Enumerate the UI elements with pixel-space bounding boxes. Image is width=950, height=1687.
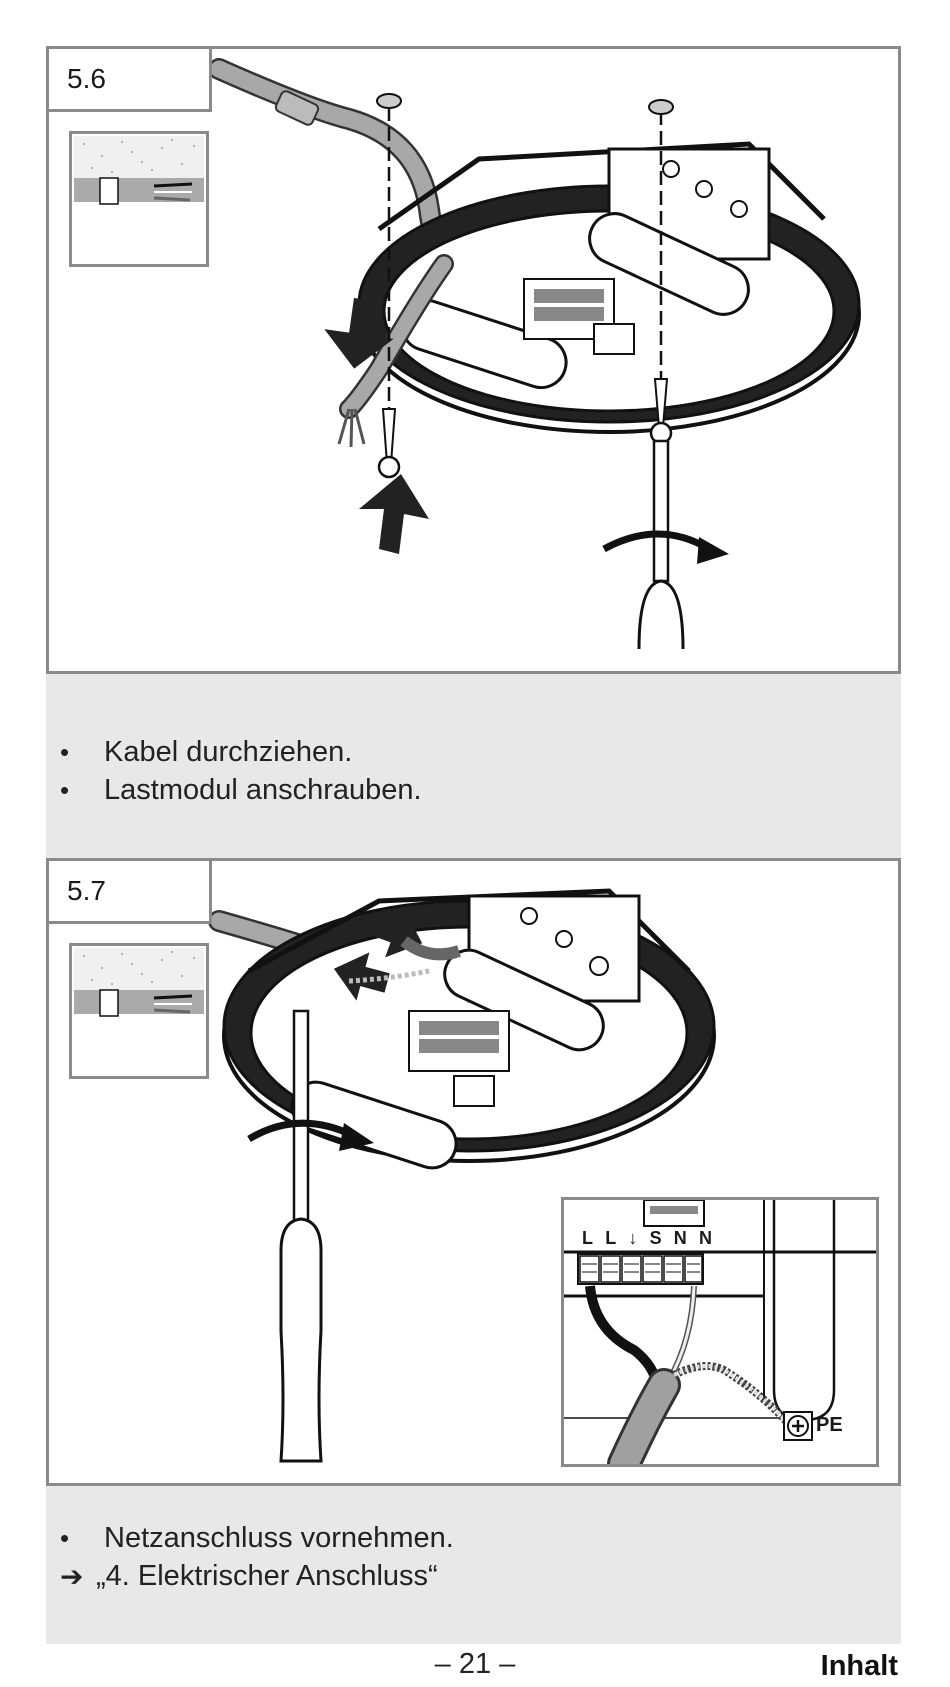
reference-link[interactable]: ➔ „4. Elektrischer Anschluss“ — [60, 1560, 438, 1593]
inset-wiring-detail: L L ↓ S N N PE — [561, 1197, 879, 1467]
step-number: 5.7 — [49, 861, 212, 924]
inset-wall-mounting — [69, 131, 209, 267]
terminal-label-n2: N — [698, 1228, 712, 1248]
bullet-text: Kabel durchziehen. — [104, 736, 353, 768]
bullet-text: Netzanschluss vornehmen. — [104, 1522, 454, 1554]
terminal-labels: L L ↓ S N N — [582, 1228, 712, 1249]
wiring-diagram-icon — [564, 1200, 876, 1464]
bullet-icon: • — [60, 775, 70, 805]
instruction-box-5-6: • Kabel durchziehen. • Lastmodul anschra… — [46, 674, 901, 858]
inset-wall-mounting — [69, 943, 209, 1079]
bullet-icon: • — [60, 737, 70, 767]
terminal-label-n1: N — [673, 1228, 687, 1248]
terminal-label-s: S — [649, 1228, 662, 1248]
bullet-item: • Kabel durchziehen. — [60, 736, 352, 769]
contents-link[interactable]: Inhalt — [820, 1650, 898, 1682]
pe-label: PE — [816, 1414, 843, 1436]
illustration-mains-connection — [208, 888, 716, 1463]
instruction-box-5-7: • Netzanschluss vornehmen. ➔ „4. Elektri… — [46, 1486, 901, 1644]
step-number: 5.6 — [49, 49, 212, 112]
page-number: – 21 – — [434, 1648, 516, 1680]
bullet-item: • Netzanschluss vornehmen. — [60, 1522, 454, 1555]
bullet-icon: • — [60, 1523, 70, 1553]
terminal-label-l2: L — [605, 1228, 617, 1248]
figure-step-5-7: 5.7 — [46, 858, 901, 1486]
reference-text: „4. Elektrischer Anschluss“ — [96, 1560, 438, 1592]
terminal-label-earth: ↓ — [628, 1228, 638, 1248]
figure-step-5-6: 5.6 — [46, 46, 901, 674]
wall-cross-section-icon — [74, 136, 204, 205]
illustration-cable-pull-and-screw — [208, 58, 861, 650]
bullet-item: • Lastmodul anschrauben. — [60, 774, 422, 807]
wall-cross-section-icon — [74, 948, 204, 1017]
arrow-right-icon: ➔ — [60, 1561, 84, 1592]
bullet-text: Lastmodul anschrauben. — [104, 774, 422, 806]
terminal-label-l1: L — [582, 1228, 593, 1248]
